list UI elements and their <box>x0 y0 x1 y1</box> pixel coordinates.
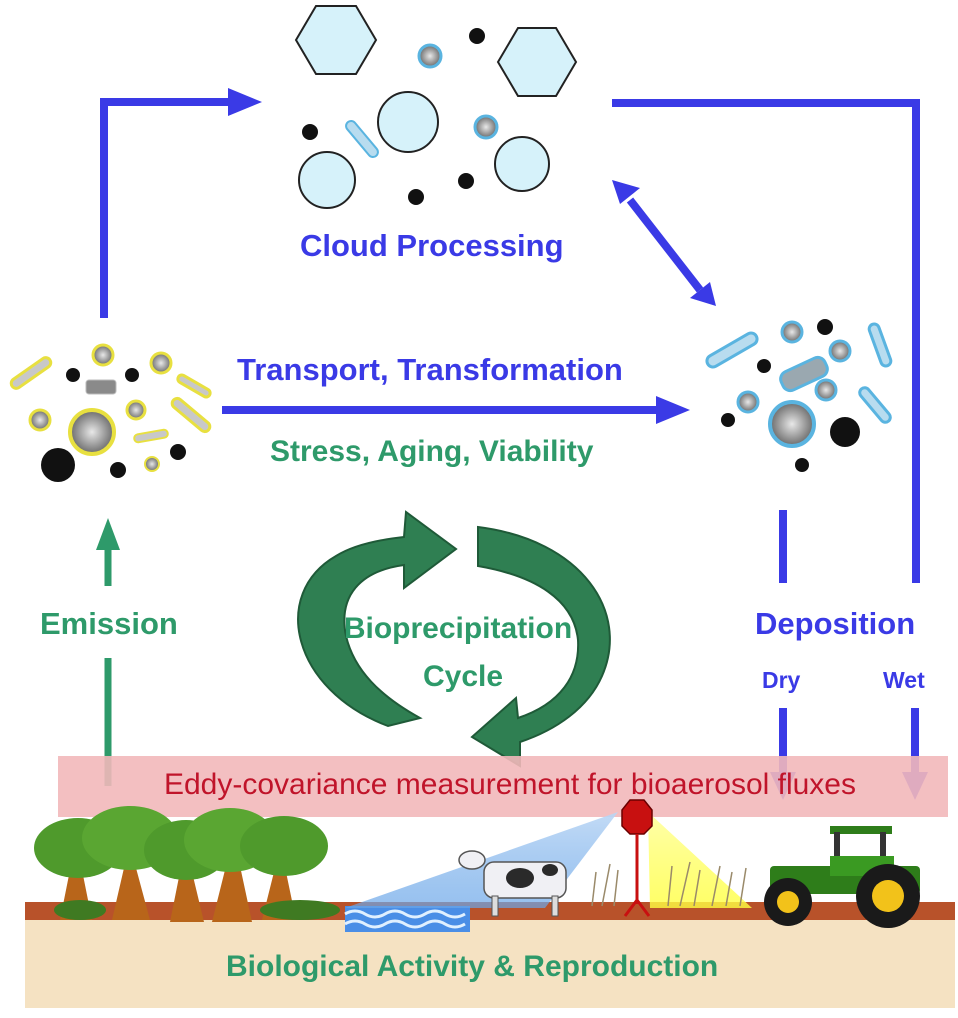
grass-field <box>591 861 747 907</box>
cloud-droplet-icon <box>494 136 550 192</box>
soot-particle-icon <box>817 319 833 335</box>
eddy-covariance-label: Eddy-covariance measurement for bioaeros… <box>163 768 856 801</box>
uplift-arrowhead <box>228 88 262 116</box>
bacterium-icon <box>133 428 169 444</box>
pollen-grain-icon <box>828 339 852 363</box>
cow-icon <box>458 850 567 917</box>
emission-label: Emission <box>40 606 178 641</box>
soot-particle-icon <box>830 417 860 447</box>
cycle-label-line2: Cycle <box>422 660 504 693</box>
cycle-label-line1: Bioprecipitation <box>343 612 573 645</box>
soot-particle-icon <box>41 448 75 482</box>
dry-label: Dry <box>762 667 801 693</box>
pollen-grain-icon <box>768 400 816 448</box>
cloud-cluster <box>294 5 578 209</box>
pollen-grain-icon <box>814 378 838 402</box>
cloud-exchange-arrow <box>626 197 704 293</box>
cycle-arrows <box>297 510 611 768</box>
cycle-arrow-upper <box>297 510 458 728</box>
soot-particle-icon <box>170 444 186 460</box>
pollen-grain-icon <box>417 43 443 69</box>
cloud-droplet-icon <box>298 151 356 209</box>
stress-label: Stress, Aging, Viability <box>270 435 594 468</box>
cycle-arrow-lower <box>470 525 611 768</box>
wet-label: Wet <box>883 667 925 693</box>
soot-particle-icon <box>721 413 735 427</box>
emitted-particles <box>9 343 212 482</box>
bacterium-icon <box>85 379 117 395</box>
emission-arrow <box>96 518 120 786</box>
sensor-beam-yellow <box>648 812 752 908</box>
bacterium-icon <box>9 356 53 390</box>
biological-activity-label: Biological Activity & Reproduction <box>226 950 719 983</box>
pollen-grain-icon <box>780 320 804 344</box>
tractor-icon <box>764 826 920 928</box>
bacterium-icon <box>867 322 893 368</box>
deposition-label: Deposition <box>755 606 916 641</box>
wet-route-line <box>612 99 920 583</box>
sensor-icon <box>621 799 653 917</box>
soot-particle-icon <box>408 189 424 205</box>
soot-particle-icon <box>458 173 474 189</box>
soot-particle-icon <box>795 458 809 472</box>
soot-particle-icon <box>302 124 318 140</box>
hexagon-ice-crystal-icon <box>496 27 578 97</box>
soot-particle-icon <box>125 368 139 382</box>
pollen-grain-icon <box>28 408 52 432</box>
soot-particle-icon <box>757 359 771 373</box>
soot-particle-icon <box>110 462 126 478</box>
cloud-droplet-icon <box>377 91 439 153</box>
transformed-particles <box>705 319 893 472</box>
soot-particle-icon <box>469 28 485 44</box>
soot-particle-icon <box>66 368 80 382</box>
bacterium-icon <box>705 331 759 369</box>
pollen-grain-icon <box>144 456 160 472</box>
cloud-exchange-head-up <box>612 180 640 204</box>
uplift-arrow <box>100 98 232 318</box>
hexagon-ice-crystal-icon <box>294 5 378 75</box>
eddy-band <box>58 756 948 817</box>
pollen-grain-icon <box>125 399 147 421</box>
forest <box>34 806 340 922</box>
shrub-icon <box>54 900 340 920</box>
pollen-grain-icon <box>736 390 760 414</box>
pollen-grain-icon <box>149 351 173 375</box>
bacterium-icon <box>779 355 829 393</box>
pollen-grain-icon <box>91 343 115 367</box>
cloud-exchange-head-down <box>690 282 716 306</box>
bacterium-icon <box>858 386 892 424</box>
cloud-processing-label: Cloud Processing <box>300 228 564 263</box>
bacterium-icon <box>176 373 212 399</box>
pollen-grain-icon <box>473 114 499 140</box>
pollen-grain-icon <box>68 408 116 456</box>
bacterium-icon <box>345 119 379 159</box>
transport-arrowhead <box>656 396 690 424</box>
bacterium-icon <box>170 396 212 434</box>
transport-label: Transport, Transformation <box>237 352 623 387</box>
